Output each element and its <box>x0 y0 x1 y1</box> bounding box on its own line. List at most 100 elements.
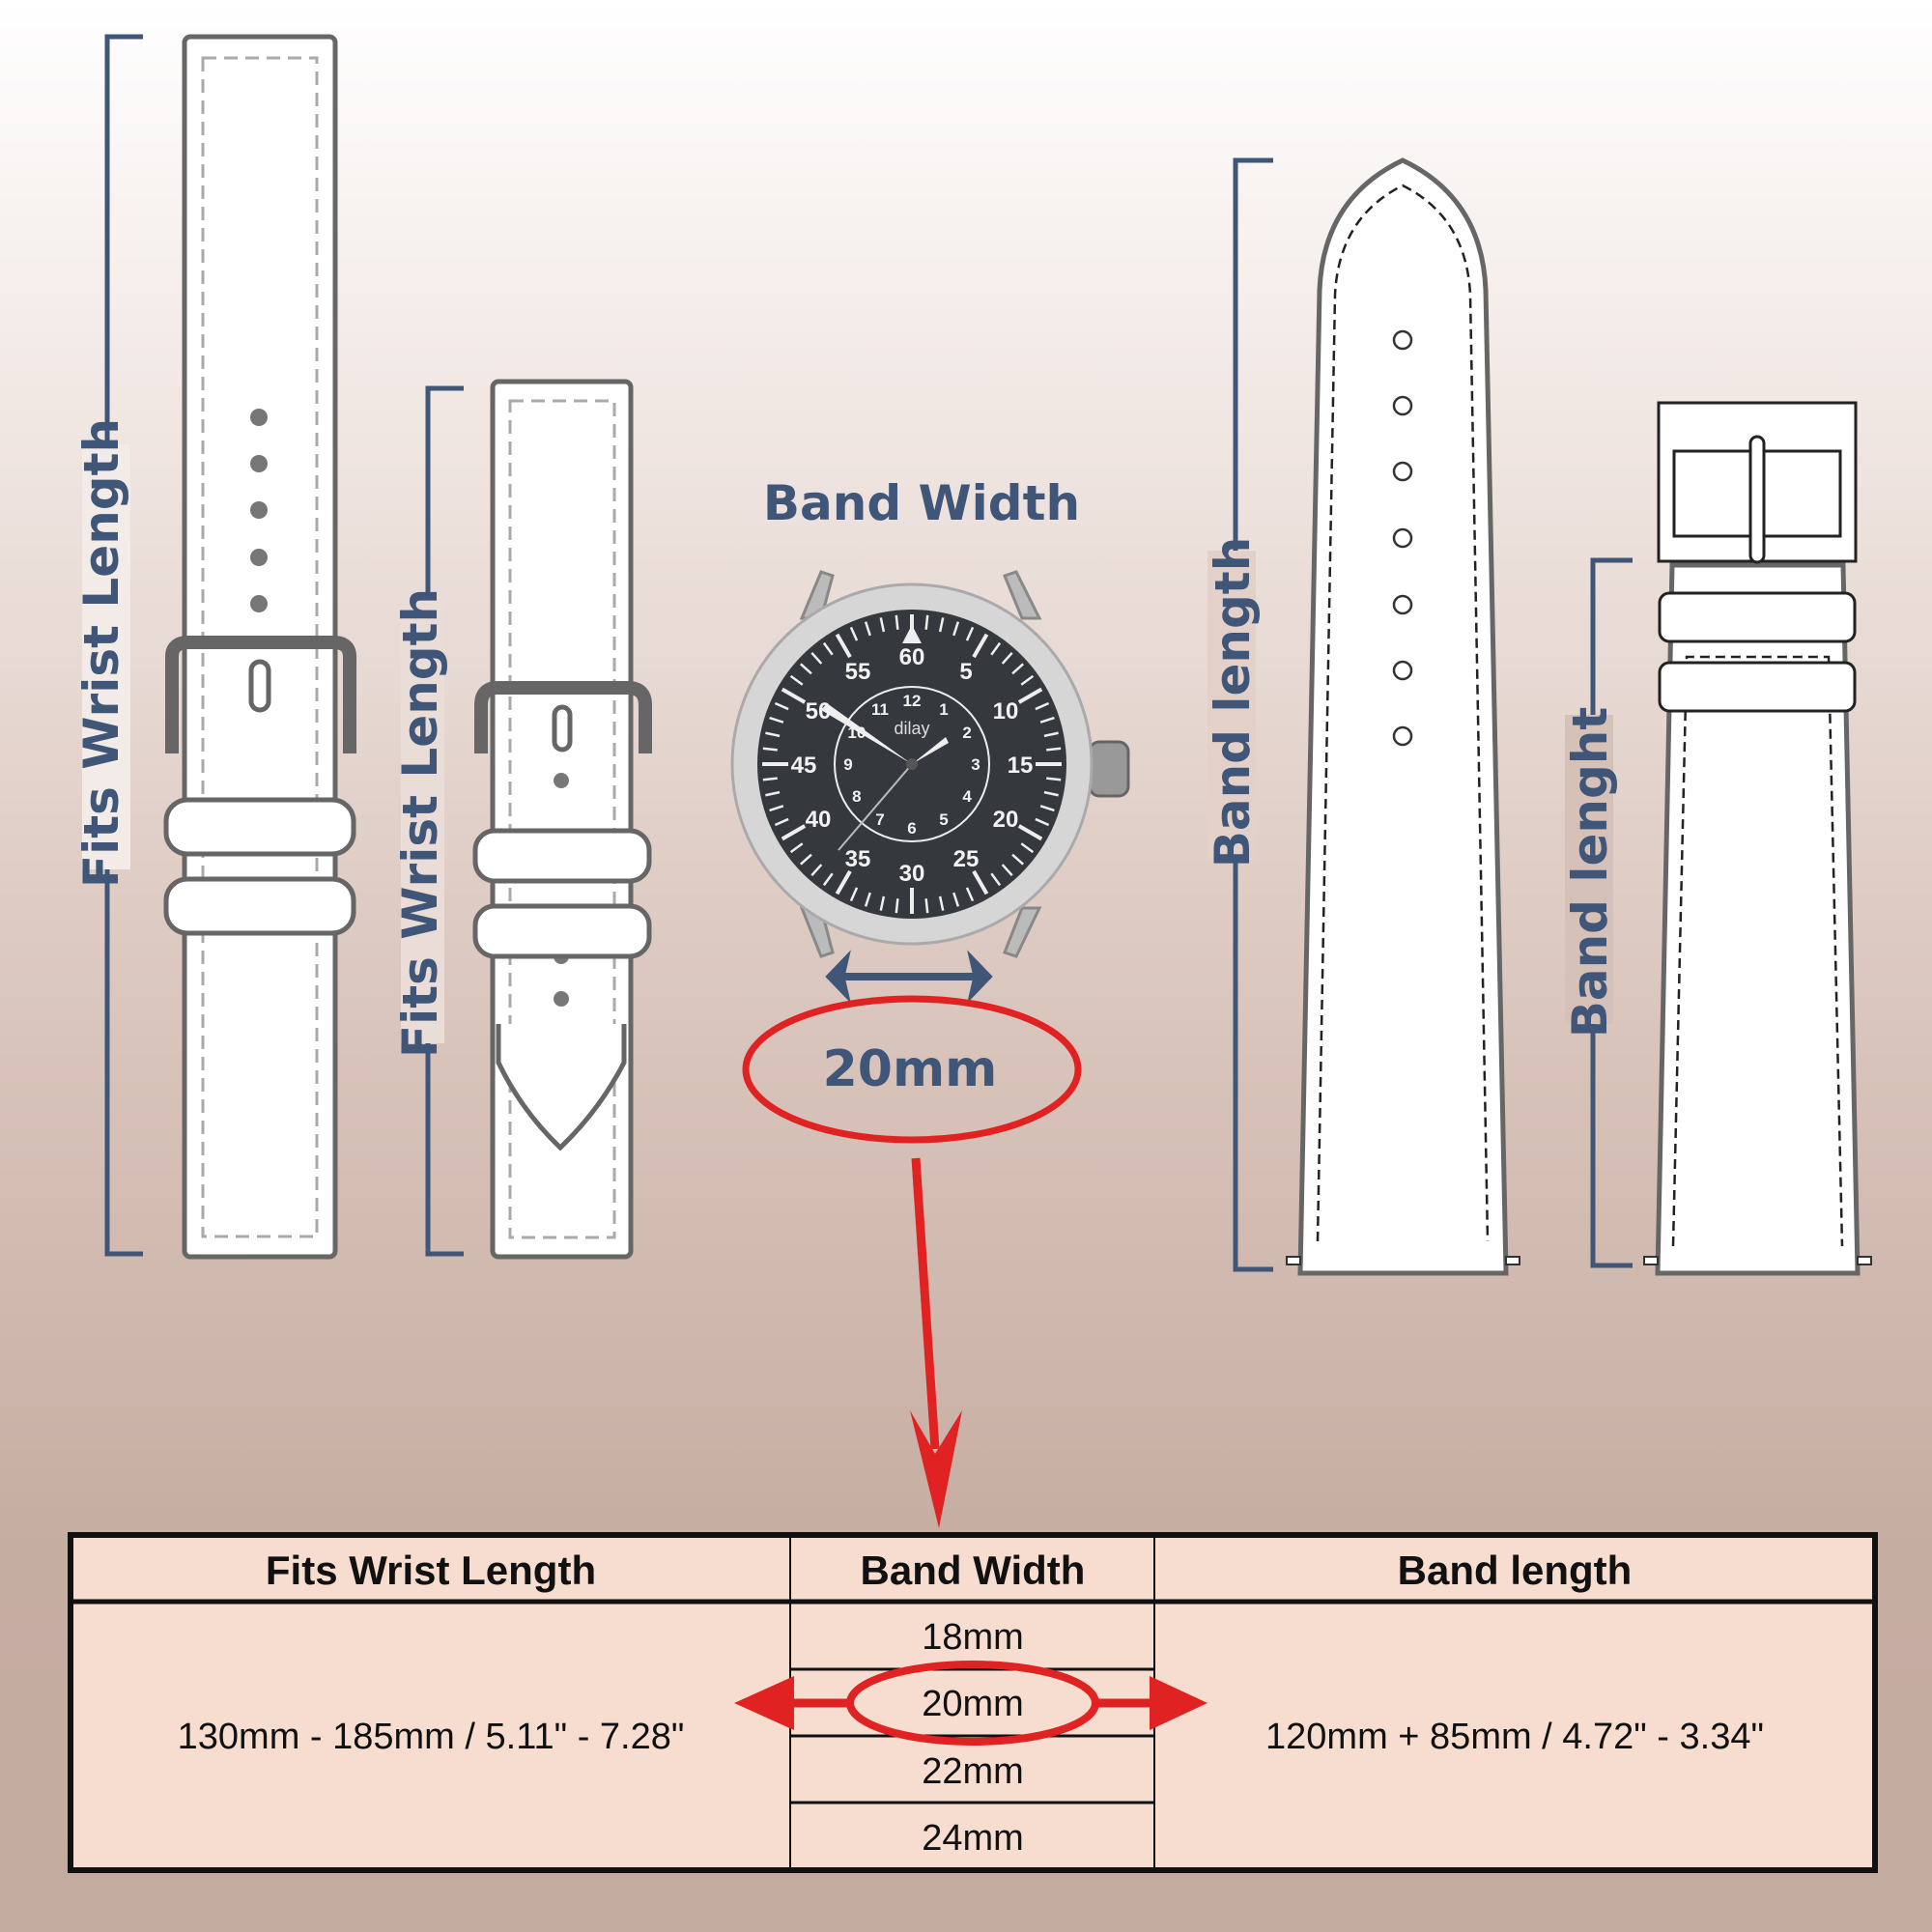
dial-tick <box>799 853 812 866</box>
band-width-24: 24mm <box>922 1818 1024 1859</box>
band-width-value: 20mm <box>823 1040 998 1098</box>
strap-short-left <box>472 379 652 1260</box>
dial-tick <box>1043 731 1059 738</box>
band-width-title: Band Width <box>763 475 1080 531</box>
dial-hour-number: 9 <box>843 755 852 774</box>
dial-hour-number: 3 <box>971 755 980 774</box>
dial-tick <box>765 790 781 797</box>
dial-tick <box>849 626 859 641</box>
dial-tick <box>938 617 945 633</box>
dial-tick <box>822 872 834 887</box>
wrist-length-value: 130mm - 185mm / 5.11" - 7.28" <box>178 1717 685 1757</box>
strap-long-right <box>1286 157 1520 1276</box>
dial-tick <box>895 614 899 630</box>
band-width-22: 22mm <box>922 1751 1024 1792</box>
highlight-ellipse <box>742 995 1082 1144</box>
dial-tick <box>762 747 778 752</box>
dial-hour-number: 6 <box>907 819 916 838</box>
dial-minute-number: 30 <box>899 861 925 887</box>
red-down-arrow <box>910 1157 962 1528</box>
dial-tick <box>781 687 807 704</box>
dial-minute-number: 10 <box>993 698 1019 724</box>
dial-tick <box>1035 701 1050 711</box>
dial-tick <box>799 663 812 675</box>
dial-hour-number: 5 <box>939 810 948 829</box>
dial-tick <box>1039 805 1055 812</box>
dial-tick <box>810 864 823 877</box>
dial-tick <box>990 641 1002 656</box>
dial-tick <box>1001 651 1013 665</box>
dial-tick <box>1011 663 1025 675</box>
dial-tick <box>769 716 784 724</box>
dial-tick <box>1043 790 1059 797</box>
dial-tick <box>952 892 960 907</box>
hour-hand <box>912 737 949 764</box>
dial-hour-number: 1 <box>939 700 948 719</box>
size-table: Fits Wrist Length Band Width Band length… <box>68 1532 1878 1873</box>
dial-tick <box>965 626 975 641</box>
watch-brand-logo: dilay <box>894 719 929 738</box>
table-highlight <box>734 1661 1208 1746</box>
band-length-value: 120mm + 85mm / 4.72" - 3.34" <box>1265 1717 1764 1757</box>
dial-tick <box>849 887 859 902</box>
band-length-label-1: Band length <box>1205 537 1261 868</box>
dial-tick <box>769 805 784 812</box>
dial-tick <box>1046 777 1062 781</box>
dial-hour-number: 7 <box>875 810 884 829</box>
band-width-20: 20mm <box>922 1684 1024 1724</box>
dial-minute-number: 5 <box>959 659 972 685</box>
dial-hour-number: 2 <box>962 724 971 742</box>
dial-minute-number: 40 <box>806 807 832 833</box>
dial-tick <box>762 777 778 781</box>
dial-tick <box>952 621 960 637</box>
dial-tick <box>789 674 804 686</box>
dial-tick <box>1017 687 1043 704</box>
dial-tick <box>1001 864 1013 877</box>
dial-tick <box>1035 817 1050 827</box>
crown <box>1088 740 1130 798</box>
fits-wrist-length-label-1: Fits Wrist Length <box>73 418 129 888</box>
dial-tick <box>789 842 804 854</box>
dial-minute-number: 20 <box>993 807 1019 833</box>
second-hand <box>838 763 913 851</box>
dial-tick <box>864 892 871 907</box>
dial-tick <box>938 895 945 911</box>
fits-wrist-length-label-2: Fits Wrist Length <box>392 588 448 1058</box>
dial-tick <box>1017 824 1043 841</box>
dial-tick <box>1046 747 1062 752</box>
dial-tick <box>864 621 871 637</box>
dial-tick <box>879 617 886 633</box>
dial-minute-number: 15 <box>1008 753 1034 779</box>
header-wrist-length: Fits Wrist Length <box>266 1548 596 1593</box>
dial-minute-number: 55 <box>845 659 871 685</box>
band-length-label-2: Band lenght <box>1562 707 1618 1038</box>
dial-minute-number: 45 <box>791 753 817 779</box>
dial-hour-number: 8 <box>852 787 861 806</box>
dial-minute-number: 50 <box>806 698 832 724</box>
dial-tick <box>810 651 823 665</box>
dial-tick <box>835 869 852 895</box>
dial-tick <box>924 614 929 630</box>
dial-tick <box>781 824 807 841</box>
dial-tick <box>1039 716 1055 724</box>
dial-minute-number: 60 <box>899 644 925 670</box>
minute-hand <box>821 703 912 764</box>
dial-tick <box>1020 674 1035 686</box>
header-band-width: Band Width <box>861 1548 1086 1593</box>
dial-tick <box>774 817 789 827</box>
dial-hour-number: 10 <box>847 724 866 742</box>
header-band-length: Band length <box>1398 1548 1633 1593</box>
dial-hour-number: 12 <box>903 692 922 710</box>
dial-tick <box>924 898 929 914</box>
dial-minute-number: 25 <box>953 846 980 872</box>
dial-hour-number: 4 <box>962 787 972 806</box>
dial-tick <box>774 701 789 711</box>
dial-tick <box>1020 842 1035 854</box>
band-width-arrow <box>825 950 993 1004</box>
strap-long-left <box>163 34 356 1260</box>
dial-hour-number: 11 <box>871 700 889 719</box>
dial-tick <box>990 872 1002 887</box>
dial-tick <box>879 895 886 911</box>
